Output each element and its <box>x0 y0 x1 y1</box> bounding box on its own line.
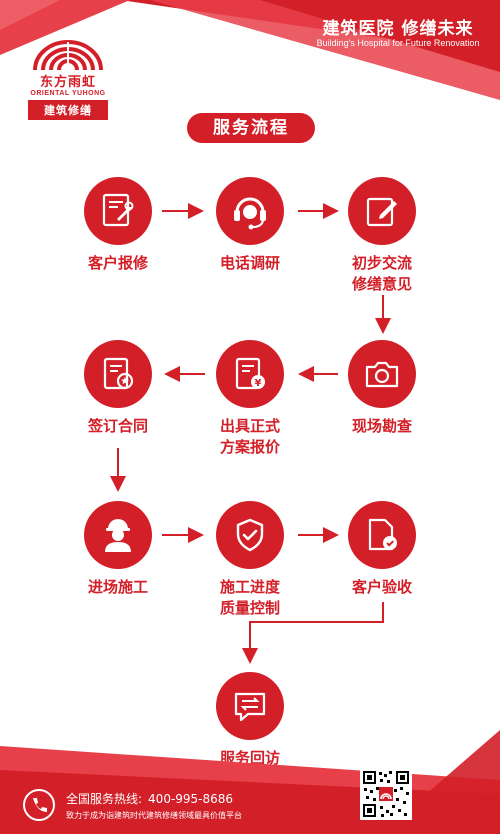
step-sign-contract: 签订合同 <box>58 340 178 437</box>
step-initial-discussion: 初步交流 修缮意见 <box>322 177 442 295</box>
arrow-9-10 <box>242 602 384 664</box>
top-banner-background <box>0 0 500 100</box>
phone-icon <box>23 789 55 821</box>
step-label: 客户验收 <box>351 578 412 596</box>
logo-subtitle: 建筑修缮 <box>28 100 108 120</box>
headset-icon <box>234 197 266 230</box>
logo-name-en: ORIENTAL YUHONG <box>30 90 106 97</box>
edit-icon <box>366 197 397 227</box>
step-customer-report: 客户报修 <box>58 177 178 274</box>
contract-icon <box>103 357 134 390</box>
quote-document-icon: ¥ <box>235 357 265 390</box>
step-label: 施工进度 质量控制 <box>219 578 280 617</box>
hotline-label: 全国服务热线: <box>66 792 143 806</box>
step-label: 签订合同 <box>87 417 148 435</box>
step-phone-survey: 电话调研 <box>190 177 310 274</box>
rainbow-arch-icon <box>33 40 103 70</box>
step-label: 电话调研 <box>219 254 280 272</box>
step-site-survey: 现场勘查 <box>322 340 442 437</box>
hotline-number: 400-995-8686 <box>148 792 234 806</box>
company-logo: 东方雨虹 ORIENTAL YUHONG 建筑修缮 <box>28 40 108 120</box>
step-label: 初步交流 修缮意见 <box>351 254 412 293</box>
qr-code <box>360 768 412 820</box>
footer-slogan: 致力于成为诣建筑时代建筑修缮领域最具价值平台 <box>66 811 242 820</box>
header-slogan-en: Building's Hospital for Future Renovatio… <box>316 38 480 48</box>
page-title: 服务流程 <box>187 113 315 143</box>
svg-text:¥: ¥ <box>255 378 262 389</box>
worker-icon <box>105 519 131 552</box>
camera-icon <box>365 361 399 388</box>
shield-check-icon <box>236 518 264 552</box>
wrench-document-icon <box>102 193 134 227</box>
message-icon <box>234 692 266 722</box>
step-acceptance: 客户验收 <box>322 501 442 598</box>
step-construction: 进场施工 <box>58 501 178 598</box>
step-label: 现场勘查 <box>351 417 412 435</box>
step-label: 客户报修 <box>87 254 148 272</box>
logo-name-cn: 东方雨虹 <box>39 75 96 90</box>
step-quality-control: 施工进度 质量控制 <box>190 501 310 619</box>
hotline: 全国服务热线: 400-995-8686 <box>66 790 239 807</box>
document-check-icon <box>368 518 397 551</box>
header-slogan-cn: 建筑医院 修缮未来 <box>322 19 474 39</box>
step-label: 出具正式 方案报价 <box>219 417 280 456</box>
step-label: 进场施工 <box>87 578 148 596</box>
step-formal-quote: ¥ 出具正式 方案报价 <box>190 340 310 458</box>
